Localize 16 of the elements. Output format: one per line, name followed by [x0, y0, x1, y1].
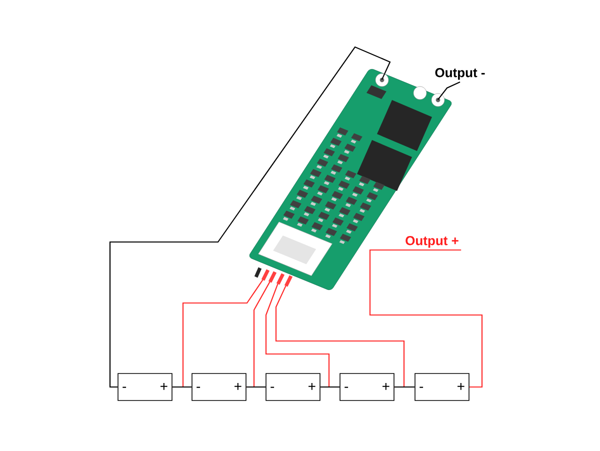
battery-cell: - + — [266, 373, 320, 401]
wire — [172, 386, 192, 388]
wire — [394, 386, 415, 388]
battery-cell: - + — [192, 373, 246, 401]
battery-cell: - + — [414, 373, 470, 401]
wire — [320, 386, 340, 388]
wire — [437, 82, 460, 100]
wire — [109, 46, 391, 388]
battery-cell: - + — [118, 373, 172, 401]
wire — [369, 249, 483, 388]
battery-cell: - + — [340, 373, 394, 401]
wire — [265, 284, 330, 388]
wire — [275, 286, 405, 388]
wire — [246, 386, 266, 388]
output-label: Output + — [406, 236, 458, 248]
output-label: Output - — [435, 68, 485, 80]
